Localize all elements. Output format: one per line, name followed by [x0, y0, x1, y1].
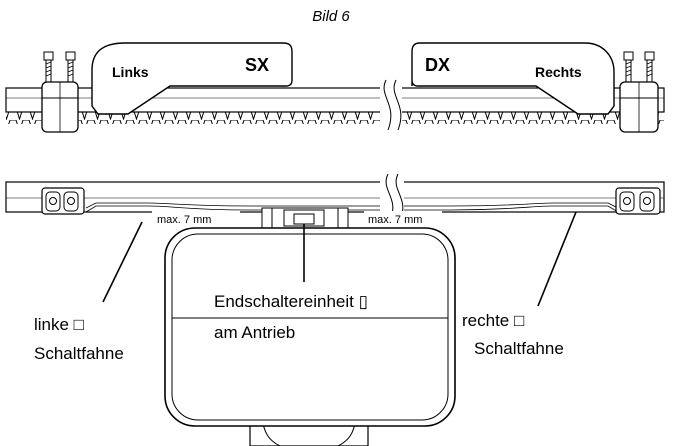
leader-left-flag [102, 221, 143, 303]
left-clamp-top-view [41, 187, 85, 215]
right-switch-flag-top [411, 42, 615, 115]
gap-label-right: max. 7 mm [368, 214, 422, 226]
label-right-flag-line2: Schaltfahne [474, 339, 564, 358]
left-switch-flag-top [91, 42, 293, 115]
gap-label-left: max. 7 mm [157, 214, 211, 226]
right-clamp-bolts-top [619, 51, 659, 133]
leader-right-flag [537, 211, 577, 307]
label-left-flag-line2: Schaltfahne [34, 344, 124, 363]
flag-right-tag: Rechts [535, 64, 582, 80]
label-switch-unit-line2: am Antrieb [214, 323, 295, 342]
right-clamp-top-view [615, 187, 661, 215]
flag-left-code: SX [245, 55, 269, 75]
label-right-flag-line1: rechte □ [462, 311, 524, 330]
limit-switch-mount [261, 207, 349, 231]
drive-motor-housing [164, 227, 456, 446]
flag-left-tag: Links [112, 64, 149, 80]
label-left-flag-line1: linke □ [34, 315, 84, 334]
label-switch-unit-line1: Endschaltereinheit ▯ [214, 292, 368, 311]
left-clamp-bolts-top [41, 51, 79, 133]
figure-title: Bild 6 [312, 8, 350, 25]
flag-right-code: DX [425, 55, 450, 75]
